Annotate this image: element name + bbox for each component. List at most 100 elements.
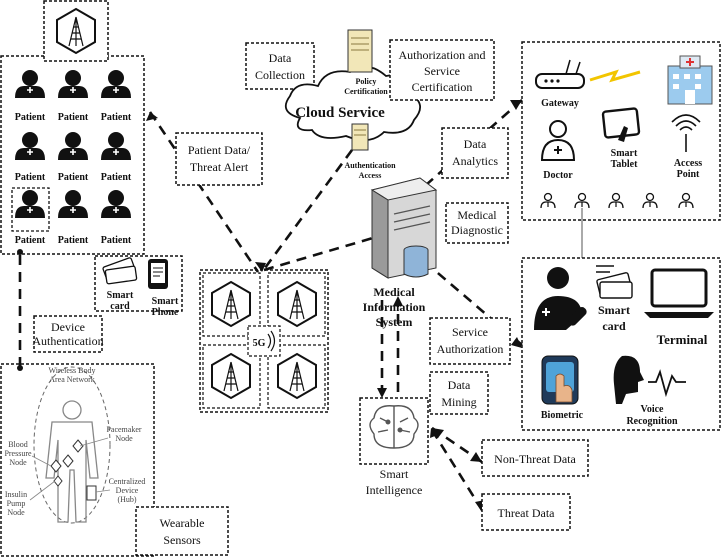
terminal-icon <box>644 268 714 318</box>
link-5g-mis <box>263 228 401 272</box>
centralized-device-label: Centralized <box>109 477 146 486</box>
smart-phone-label: Phone <box>152 307 179 318</box>
data-collection-text: Data <box>269 51 292 65</box>
patient-label: Patient <box>58 235 89 246</box>
authorization-certification-text: Service <box>424 64 460 78</box>
auth-smart-card-label: card <box>602 319 626 333</box>
smart-card-icon <box>102 257 138 285</box>
smart-card-icon <box>596 265 633 299</box>
link-threat <box>430 429 484 511</box>
smart-tablet-label: Tablet <box>611 159 639 170</box>
doctor-small-icon <box>678 192 694 209</box>
threat-text: Threat Data <box>498 506 556 520</box>
patient-icon <box>14 189 46 219</box>
service-authorization-text: Authorization <box>437 342 504 356</box>
patient-label: Patient <box>15 172 46 183</box>
patient-label: Patient <box>15 112 46 123</box>
doctor-small-icon <box>574 192 590 209</box>
patient-icon <box>57 69 89 99</box>
smart-tablet-icon <box>601 107 641 142</box>
doctor-row <box>540 192 694 209</box>
authorization-certification-text: Authorization and <box>399 48 486 62</box>
auth-server-icon <box>351 123 369 151</box>
service-authorization-text: Service <box>452 325 488 339</box>
data-mining-text: Mining <box>441 395 476 409</box>
insulin-pump-label: Pump <box>7 499 26 508</box>
voice-recognition-icon <box>613 355 686 404</box>
intelligence-label: Intelligence <box>366 483 423 497</box>
patient-data-box <box>175 132 263 186</box>
data-mining-box <box>429 371 489 415</box>
centralized-device-label: Device <box>116 486 139 495</box>
authorization-certification-box <box>389 39 495 101</box>
brain-icon <box>369 405 419 449</box>
policy-certification-label: Policy <box>356 77 377 86</box>
tower-icon <box>211 353 251 399</box>
link-patients-5g <box>148 111 260 273</box>
wearable-sensors-box <box>135 506 229 556</box>
link-cloud-5g <box>260 149 354 273</box>
data-analytics-text: Data <box>464 137 487 151</box>
medical-diagnostic-text: Medical <box>457 208 497 222</box>
gateway-icon <box>535 59 585 89</box>
data-mining-text: Data <box>448 378 471 392</box>
patient-label: Patient <box>101 235 132 246</box>
patient-label: Patient <box>58 112 89 123</box>
non-threat-text: Non-Threat Data <box>494 452 576 466</box>
data-analytics-box <box>441 127 509 179</box>
pacemaker-label: Pacemaker <box>106 425 141 434</box>
tower-icon <box>211 281 251 327</box>
service-authorization-box <box>429 317 511 365</box>
access-point-label: Access <box>674 158 702 169</box>
voice-recognition-label: Voice <box>641 404 665 415</box>
data-collection-text: Collection <box>255 68 305 82</box>
patient-label: Patient <box>15 235 46 246</box>
authentication-access-label: Access <box>359 171 382 180</box>
patient-label: Patient <box>101 112 132 123</box>
patient-icon <box>100 189 132 219</box>
policy-certification-label: Certification <box>344 87 388 96</box>
sensor-nodes <box>50 439 97 501</box>
authorization-certification-text: Certification <box>412 80 473 94</box>
mis-label: System <box>376 315 413 329</box>
non-threat-box <box>481 439 589 477</box>
centralized-device-label: (Hub) <box>117 495 136 504</box>
doctor-small-icon <box>608 192 624 209</box>
auth-smart-card-label: Smart <box>598 303 630 317</box>
blood-pressure-label: Blood <box>8 440 28 449</box>
cloud-service-title: Cloud Service <box>295 105 385 121</box>
mis-label: Medical <box>373 285 415 299</box>
patient-label: Patient <box>58 172 89 183</box>
signal-icon <box>267 330 276 352</box>
pacemaker-label: Node <box>115 434 133 443</box>
patient-label: Patient <box>101 172 132 183</box>
device-authentication-text: Authentication <box>32 334 103 348</box>
medical-diagnostic-box <box>445 202 509 244</box>
data-analytics-text: Analytics <box>452 154 498 168</box>
smart-tablet-label: Smart <box>611 148 638 159</box>
tower-icon <box>277 353 317 399</box>
wearable-sensors-text: Wearable <box>160 516 205 530</box>
insulin-pump-label: Node <box>7 508 25 517</box>
biometric-label: Biometric <box>541 410 584 421</box>
insulin-pump-label: Insulin <box>5 490 27 499</box>
smart-phone-icon <box>148 259 168 289</box>
smart-card-label: Smart <box>107 290 134 301</box>
patient-icon <box>14 131 46 161</box>
smart-card-label: card <box>110 301 130 312</box>
hospital-panel <box>521 41 721 221</box>
wban-boundary <box>33 366 111 524</box>
patient-icon <box>100 69 132 99</box>
patient-auth-icon <box>534 267 587 330</box>
wireless-link-icon <box>589 69 641 83</box>
doctor-small-icon <box>540 192 556 209</box>
smart-phone-label: Smart <box>152 296 179 307</box>
authentication-access-label: Authentication <box>344 161 396 170</box>
medical-diagnostic-text: Diagnostic <box>451 223 503 237</box>
patient-data-text: Patient Data/ <box>188 143 251 157</box>
hospital-icon <box>667 55 713 105</box>
patient-icon <box>14 69 46 99</box>
patient-icon <box>100 131 132 161</box>
